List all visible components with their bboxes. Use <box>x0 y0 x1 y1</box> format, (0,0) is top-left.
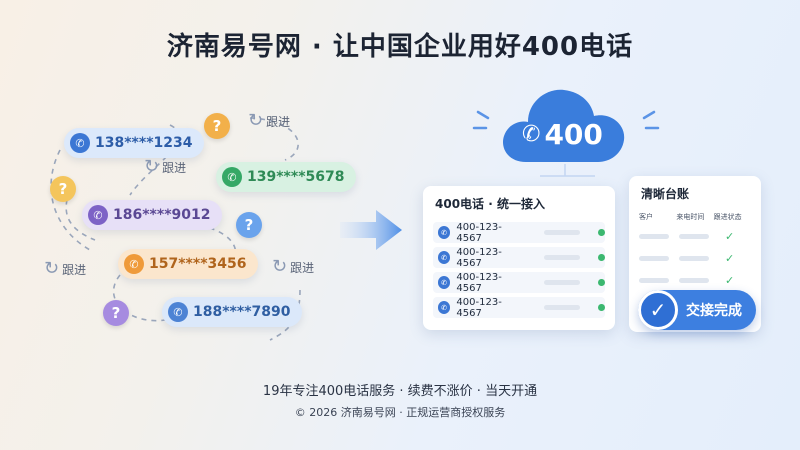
line-row: ✆ 400-123-4567 <box>433 271 605 294</box>
column-header: 客户 <box>639 213 653 221</box>
check-icon: ✓ <box>725 274 735 287</box>
question-icon: ? <box>236 212 262 238</box>
handover-complete-badge: ✓ 交接完成 <box>638 290 756 330</box>
follow-up-marker: ↻ 跟进 <box>44 260 86 278</box>
column-header: 跟进状态 <box>713 213 742 221</box>
card-title: 清晰台账 <box>641 187 690 201</box>
phone-number: 138****1234 <box>95 135 193 151</box>
ledger-header: 客户 来电时间 跟进状态 <box>639 212 751 222</box>
status-dot <box>598 254 605 261</box>
phone-number: 188****7890 <box>193 304 291 320</box>
phone-number: 157****3456 <box>149 256 247 272</box>
follow-label: 跟进 <box>290 260 315 275</box>
phone-icon: ✆ <box>222 167 242 187</box>
ledger-row: ✓ <box>639 230 751 243</box>
check-circle-icon: ✓ <box>638 290 678 330</box>
refresh-icon: ↻ <box>44 258 60 279</box>
phone-pill-2: ✆ 139****5678 <box>216 162 357 192</box>
check-icon: ✓ <box>725 230 735 243</box>
phone-icon: ✆ <box>438 251 451 264</box>
signal-lines <box>472 110 660 177</box>
status-dot <box>598 304 605 311</box>
question-icon: ? <box>204 113 230 139</box>
line-number: 400-123-4567 <box>456 271 502 294</box>
column-header: 来电时间 <box>676 213 705 221</box>
refresh-icon: ↻ <box>272 256 288 277</box>
refresh-icon: ↻ <box>144 156 160 177</box>
question-icon: ? <box>103 300 129 326</box>
line-row: ✆ 400-123-4567 <box>433 221 605 244</box>
follow-label: 跟进 <box>62 262 87 277</box>
follow-up-marker: ↻ 跟进 <box>272 258 314 276</box>
phone-pill-4: ✆ 157****3456 <box>118 249 259 279</box>
line-row: ✆ 400-123-4567 <box>433 246 605 269</box>
page-title: 济南易号网 · 让中国企业用好400电话 <box>166 32 634 62</box>
phone-pill-1: ✆ 138****1234 <box>64 128 205 158</box>
refresh-icon: ↻ <box>248 110 264 131</box>
phone-icon: ✆ <box>522 121 541 147</box>
phone-pill-3: ✆ 186****9012 <box>82 200 223 230</box>
follow-label: 跟进 <box>162 160 187 175</box>
line-row: ✆ 400-123-4567 <box>433 296 605 319</box>
unified-access-card: 400电话 · 统一接入 ✆ 400-123-4567 ✆ 400-123-45… <box>423 186 615 330</box>
copyright: © 2026 济南易号网 · 正规运营商授权服务 <box>294 406 506 419</box>
line-number: 400-123-4567 <box>456 296 502 319</box>
ledger-row: ✓ <box>639 252 751 265</box>
phone-icon: ✆ <box>124 254 144 274</box>
phone-icon: ✆ <box>70 133 90 153</box>
cloud-label: ✆ 400 <box>522 117 603 151</box>
placeholder-bar <box>544 230 581 235</box>
right-arrow-icon <box>340 210 402 250</box>
status-dot <box>598 229 605 236</box>
phone-pill-5: ✆ 188****7890 <box>162 297 303 327</box>
card-title: 400电话 · 统一接入 <box>435 197 545 211</box>
line-number: 400-123-4567 <box>456 221 502 244</box>
cloud-icon <box>502 89 625 162</box>
phone-number: 139****5678 <box>247 169 345 185</box>
placeholder-bar <box>544 305 581 310</box>
follow-up-marker: ↻ 跟进 <box>144 158 186 176</box>
check-icon: ✓ <box>725 252 735 265</box>
status-dot <box>598 279 605 286</box>
phone-icon: ✆ <box>438 301 451 314</box>
tagline: 19年专注400电话服务 · 续费不涨价 · 当天开通 <box>262 384 538 399</box>
phone-icon: ✆ <box>88 205 108 225</box>
phone-number: 186****9012 <box>113 207 211 223</box>
phone-icon: ✆ <box>168 302 188 322</box>
placeholder-bar <box>544 255 581 260</box>
phone-icon: ✆ <box>438 276 451 289</box>
follow-label: 跟进 <box>266 114 291 129</box>
placeholder-bar <box>544 280 581 285</box>
question-icon: ? <box>50 176 76 202</box>
phone-icon: ✆ <box>438 226 451 239</box>
ledger-row: ✓ <box>639 274 751 287</box>
done-label: 交接完成 <box>686 303 742 319</box>
follow-up-marker: ↻ 跟进 <box>248 112 290 130</box>
line-number: 400-123-4567 <box>456 246 502 269</box>
